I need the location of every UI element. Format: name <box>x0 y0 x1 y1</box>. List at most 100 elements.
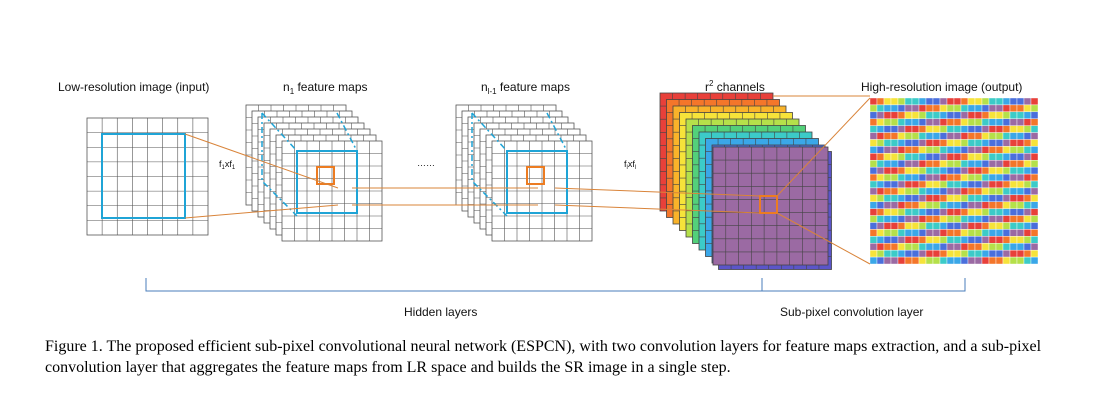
output-pixel <box>1023 104 1032 113</box>
output-pixel <box>953 249 962 258</box>
output-pixel <box>869 173 878 182</box>
r2-channels-stack <box>659 92 832 270</box>
output-pixel <box>869 243 878 251</box>
output-pixel <box>918 111 927 119</box>
output-pixel <box>897 153 906 161</box>
stack2-output-pixel <box>526 166 545 185</box>
output-pixel <box>974 111 983 119</box>
output-pixel <box>925 194 934 202</box>
output-pixel <box>953 194 962 202</box>
output-pixel <box>904 132 913 140</box>
output-pixel <box>904 125 913 133</box>
output-pixel <box>897 201 906 209</box>
output-pixel <box>904 187 913 196</box>
output-pixel <box>960 111 969 119</box>
output-pixel <box>904 256 913 265</box>
output-pixel <box>953 173 962 182</box>
output-pixel <box>869 97 878 106</box>
output-pixel <box>974 249 983 258</box>
output-pixel <box>1023 194 1032 202</box>
output-pixel <box>995 215 1004 223</box>
output-pixel <box>904 146 913 154</box>
output-pixel <box>897 118 906 126</box>
output-pixel <box>883 180 892 189</box>
output-pixel <box>869 249 878 258</box>
output-pixel <box>1002 194 1011 202</box>
output-pixel <box>960 146 969 154</box>
output-pixel <box>988 201 997 209</box>
output-pixel <box>890 132 899 140</box>
output-pixel <box>1009 146 1018 154</box>
output-pixel <box>974 243 983 251</box>
output-pixel <box>869 125 878 133</box>
output-pixel <box>911 229 920 237</box>
feature-maps-stack-1 <box>245 104 383 242</box>
output-pixel <box>869 111 878 119</box>
output-pixel <box>925 104 934 113</box>
output-pixel <box>967 166 976 175</box>
input-label: Low-resolution image (input) <box>58 80 209 94</box>
output-pixel <box>988 243 997 251</box>
output-pixel <box>1023 146 1032 154</box>
output-pixel <box>1009 132 1018 140</box>
output-pixel <box>988 194 997 202</box>
output-pixel <box>1030 249 1039 258</box>
output-pixel <box>1030 229 1039 237</box>
output-pixel <box>939 153 948 161</box>
output-pixel <box>897 208 906 216</box>
output-pixel <box>939 139 948 147</box>
output-pixel <box>960 187 969 196</box>
output-pixel <box>883 222 892 230</box>
output-pixel <box>939 97 948 106</box>
output-pixel <box>1023 166 1032 175</box>
output-pixel <box>1023 160 1032 168</box>
output-pixel <box>1023 222 1032 230</box>
output-pixel <box>974 160 983 168</box>
output-pixel <box>869 215 878 223</box>
output-pixel <box>939 118 948 126</box>
output-pixel <box>981 180 990 189</box>
output-pixel <box>939 215 948 223</box>
output-pixel <box>890 208 899 216</box>
output-pixel <box>1009 160 1018 168</box>
output-pixel <box>981 249 990 258</box>
output-pixel <box>939 132 948 140</box>
hidden-layers-label: Hidden layers <box>404 305 477 319</box>
output-pixel <box>1016 243 1025 251</box>
output-pixel <box>897 180 906 189</box>
output-pixel <box>932 180 941 189</box>
channels-label: r2 channels <box>705 79 765 94</box>
output-pixel <box>918 243 927 251</box>
output-pixel <box>932 97 941 106</box>
output-pixel <box>946 236 955 244</box>
output-pixel <box>960 222 969 230</box>
output-pixel <box>1023 97 1032 106</box>
output-pixel <box>1016 173 1025 182</box>
output-pixel <box>897 111 906 119</box>
output-pixel <box>897 166 906 175</box>
output-pixel <box>974 187 983 196</box>
output-pixel <box>967 229 976 237</box>
output-pixel <box>869 160 878 168</box>
output-pixel <box>981 243 990 251</box>
output-pixel <box>988 146 997 154</box>
output-pixel <box>967 187 976 196</box>
output-pixel <box>1002 118 1011 126</box>
output-pixel <box>953 146 962 154</box>
output-pixel <box>995 173 1004 182</box>
output-pixel <box>967 173 976 182</box>
output-pixel <box>897 146 906 154</box>
output-pixel <box>974 153 983 161</box>
output-pixel <box>988 249 997 258</box>
output-pixel <box>1030 173 1039 182</box>
output-pixel <box>1016 97 1025 106</box>
output-pixel <box>960 208 969 216</box>
output-pixel <box>925 153 934 161</box>
output-pixel <box>904 215 913 223</box>
output-pixel <box>897 139 906 147</box>
output-pixel <box>911 222 920 230</box>
output-pixel <box>904 229 913 237</box>
output-pixel <box>995 194 1004 202</box>
output-pixel <box>939 173 948 182</box>
output-pixel <box>869 153 878 161</box>
